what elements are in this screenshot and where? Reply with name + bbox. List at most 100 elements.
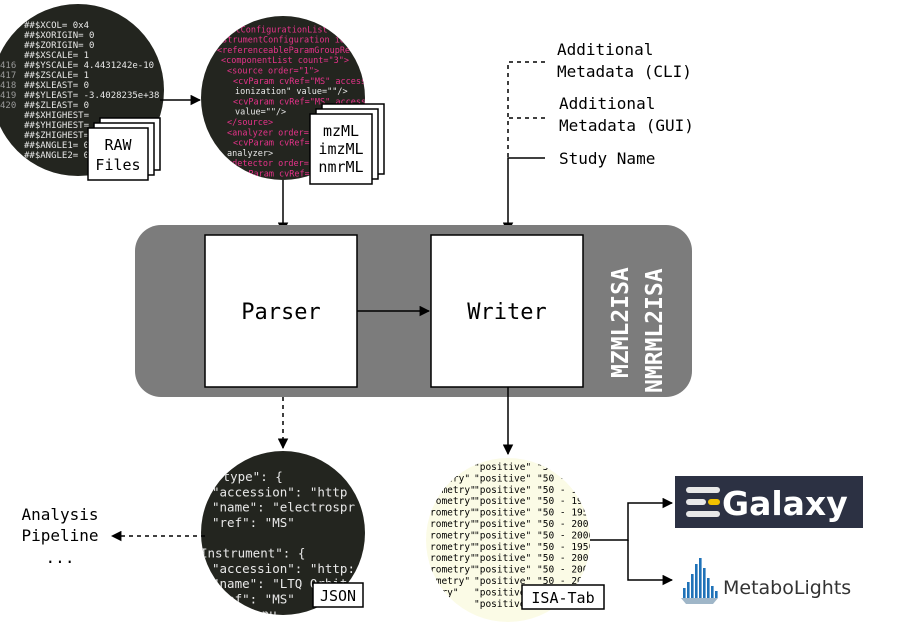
metabolights-spectrum-bar [703, 568, 706, 598]
raw-file-line: ##$ANGLE2= 0 [24, 151, 89, 161]
json-file-line: "accession": "http [212, 484, 347, 499]
isatab-cell: "50 - 1950 [537, 508, 594, 519]
raw-file-line: ##$XHIGHEST= [24, 111, 90, 121]
mzml-file-text: <list><mentConfigurationList count<strum… [215, 15, 387, 180]
parser-box [204, 234, 358, 388]
isatab-cell: "positive" [474, 587, 531, 598]
writer-box [430, 234, 584, 388]
isatab-label: ISA-Tab [531, 589, 594, 607]
isatab-cell: "50 - 1 [537, 473, 577, 484]
galaxy-logo-bg [675, 476, 863, 528]
metabolights-logo[interactable]: MetaboLights [681, 558, 851, 604]
metabolights-spectrum-bar [687, 582, 690, 598]
raw-gutter-number: 420 [0, 101, 16, 111]
json-label-box [312, 582, 364, 608]
raw-file-text: ##$XCOL= 0x4##$XORIGIN= 0##$ZORIGIN= 0##… [0, 21, 159, 161]
isatab-cell: "positive" [474, 553, 531, 564]
json-file-line: "ref": "MS" [212, 515, 295, 530]
metabolights-spectrum-bar [715, 591, 718, 598]
metadata-cli-line2: Metadata (CLI) [557, 62, 692, 81]
isatab-cell: "positive" [474, 496, 531, 507]
mzml-file-line: <detector order="3"> [227, 159, 329, 169]
isatab-cell: "positive" [474, 519, 531, 530]
metabolights-icon-base [681, 598, 718, 604]
mzml-files-doc-icon: mzML imzML nmrML [309, 103, 385, 185]
json-file-line: "name": "electrospr [212, 500, 355, 515]
metabolights-logo-icon [681, 558, 718, 604]
galaxy-logo[interactable]: Galaxy [675, 476, 863, 528]
isatab-cell: rometry" [430, 508, 476, 519]
raw-file-line: ##$ZLEAST= 0 [24, 101, 89, 111]
mzml-file-line: ionization" value=""/> [235, 87, 348, 97]
isatab-cell: "positive" [474, 530, 531, 541]
raw-file-line: ##$YLEAST= -3.4028235e+38 [24, 91, 159, 101]
metabolights-spectrum-bar [695, 564, 698, 598]
isatab-cell: "positive" [474, 565, 531, 576]
mzml-file-line: <list> [215, 15, 246, 25]
isatab-cell: rometry" [430, 553, 476, 564]
json-output-circle: et type": {"accession": "http"name": "el… [200, 451, 365, 622]
json-label: JSON [320, 587, 356, 605]
writer-label: Writer [467, 300, 546, 325]
raw-file-line: ##$YHIGHEST= [24, 121, 90, 131]
json-file-line: et type": { [200, 469, 283, 484]
mzml-file-line: <referenceableParamGroupRef ref= [217, 46, 381, 56]
parser-label: Parser [241, 300, 320, 325]
mzml-file-line: analyzer> [227, 149, 273, 159]
mzml-label-line2: imzML [318, 140, 363, 158]
isatab-cell: "50 - 20 [537, 576, 583, 587]
isatab-cell: "positive" [474, 485, 531, 496]
isa-circle-bg [426, 458, 590, 622]
study-name-label: Study Name [559, 149, 655, 168]
metadata-inputs: Additional Metadata (CLI) Additional Met… [502, 40, 694, 234]
isatab-cell: "50 - 1950 [537, 542, 594, 553]
isatab-cell: y" [430, 599, 441, 610]
isatab-cell: ometry" [430, 576, 470, 587]
metabolights-spectrum-bar [691, 574, 694, 598]
tool-name-nmrml2isa: NMRML2ISA [642, 268, 668, 393]
raw-files-doc-icon: RAW Files [87, 117, 161, 181]
mzml-file-line: <cvParam cvRef="MS" acc [233, 139, 351, 149]
raw-file-line: ##$ZORIGIN= 0 [24, 41, 94, 51]
mzml-file-line: value=""/> [235, 108, 286, 118]
isatab-cell: "positive" [474, 473, 531, 484]
mzml-file-line: <mentConfigurationList count [215, 25, 358, 35]
json-file-line: "accession": "http: [212, 561, 355, 576]
isatab-cell: rometry" [430, 530, 476, 541]
metadata-gui-line2: Metadata (GUI) [559, 116, 694, 135]
metabolights-spectrum-bar [683, 588, 686, 598]
metabolights-spectrum-bar [699, 558, 702, 598]
conversion-tool: Parser Writer MZML2ISA NMRML2ISA [135, 225, 692, 397]
raw-gutter-number: 417 [0, 71, 16, 81]
metabolights-label: MetaboLights [723, 577, 851, 599]
isatab-cell: .y" [430, 462, 447, 473]
raw-file-line: ##$YSCALE= 4.4431242e-10 [24, 61, 154, 71]
isatab-cell: "50 - 2000 [537, 530, 594, 541]
mzml-file-line: <cvParam cvRef="MS" accession= [233, 77, 387, 87]
mzml-files-circle: <list><mentConfigurationList count<strum… [201, 15, 387, 185]
mzml-label-line3: nmrML [318, 158, 363, 176]
arrow-isatab-to-metabolights [627, 540, 674, 586]
json-file-line: nt manu [224, 607, 277, 622]
isatab-cell: "50 - 2000 [537, 553, 594, 564]
isatab-cell: "positive" [474, 576, 531, 587]
cli-dashed-connector [507, 61, 545, 118]
isatab-cell: etry" [430, 587, 459, 598]
mzml-file-line: <cvParam cvRef="MS" ac [233, 170, 346, 180]
arrow-isatab-to-galaxy [590, 497, 674, 541]
isatab-cell: "50 - 1950 [537, 496, 594, 507]
mzml-file-line: <analyzer order="2"> [227, 128, 329, 138]
galaxy-logo-icon [686, 487, 720, 517]
isatab-cell: rometry" [430, 565, 476, 576]
json-file-line: "ref": "MS" [212, 591, 295, 606]
raw-file-line: ##$ZSCALE= 1 [24, 71, 89, 81]
isatab-label-box [521, 584, 605, 610]
analysis-line3: ... [46, 548, 75, 567]
isatab-cell: rometry" [430, 519, 476, 530]
mzml-file-line: <strumentConfiguration id="IC1" [217, 36, 376, 46]
mzml-file-line: <cvParam cvRef="MS" accession [233, 97, 381, 107]
raw-label-line2: Files [95, 156, 140, 174]
metabolights-spectrum-bar [707, 578, 710, 598]
isatab-cell: "positive" [474, 599, 531, 610]
